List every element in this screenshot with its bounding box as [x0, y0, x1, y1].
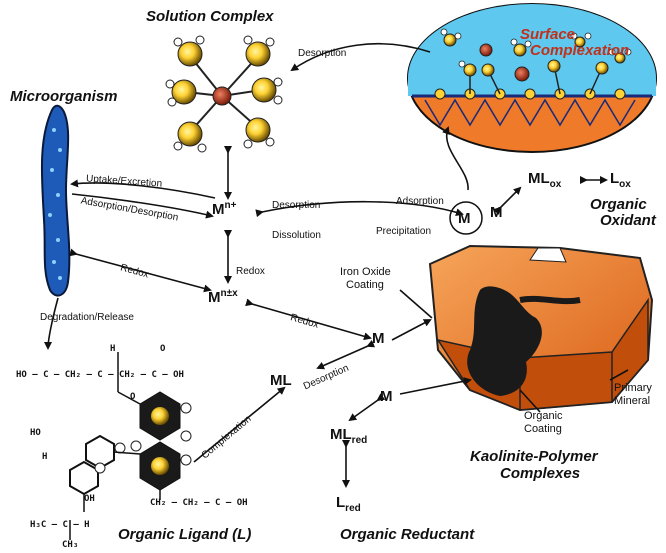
- kaolinite-title-line2: Complexes: [500, 465, 580, 482]
- microorganism-cell: [42, 106, 69, 296]
- species-mnx: Mn±x: [208, 288, 238, 306]
- annotation-organic-coating-line2: Coating: [524, 423, 562, 435]
- species-m-middle: M: [372, 330, 385, 347]
- ligand-h3c: H₃C – C – H: [30, 520, 90, 530]
- annotation-primary-mineral-line1: Primary: [614, 382, 652, 394]
- species-m-precipitate: M: [458, 210, 471, 227]
- label-dissolution: Dissolution: [272, 230, 321, 241]
- species-m-surface: M: [490, 204, 503, 221]
- surface-complexation-title-line2: Complexation: [530, 42, 629, 59]
- label-degradation-release: Degradation/Release: [40, 312, 134, 323]
- ligand-tail: CH₂ – CH₂ – C – OH: [150, 498, 248, 508]
- ligand-ho-left: HO: [30, 428, 41, 438]
- microorganism-title: Microorganism: [10, 88, 118, 105]
- species-ml-ox: MLox: [528, 170, 561, 190]
- ligand-h-top: H: [110, 344, 115, 354]
- organic-ligand-title: Organic Ligand (L): [118, 526, 251, 543]
- organic-oxidant-title-line1: Organic: [590, 196, 647, 213]
- organic-ligand-structure: [70, 352, 191, 540]
- species-ml: ML: [270, 372, 292, 389]
- species-l-red: Lred: [336, 494, 361, 514]
- species-mn-plus: Mn+: [212, 200, 236, 218]
- label-desorption-mid: Desorption: [272, 200, 320, 211]
- annotation-organic-coating-line1: Organic: [524, 410, 563, 422]
- solution-complex-title: Solution Complex: [146, 8, 274, 25]
- label-adsorption: Adsorption: [396, 196, 444, 207]
- organic-oxidant-title-line2: Oxidant: [600, 212, 656, 229]
- surface-complexation-title-line1: Surface: [520, 26, 575, 43]
- solution-complex-molecule: [166, 36, 282, 152]
- species-m-lower: M: [380, 388, 393, 405]
- annotation-primary-mineral-line2: Mineral: [614, 395, 650, 407]
- organic-reductant-title: Organic Reductant: [340, 526, 474, 543]
- ligand-o-top: O: [160, 344, 165, 354]
- label-precipitation: Precipitation: [376, 226, 431, 237]
- ligand-o-label: O: [130, 392, 135, 402]
- annotation-iron-oxide-line1: Iron Oxide: [340, 266, 391, 278]
- species-ml-red: MLred: [330, 426, 367, 446]
- ligand-ch3: CH₃: [62, 540, 78, 550]
- label-desorption-top: Desorption: [298, 48, 346, 59]
- label-redox-vertical: Redox: [236, 266, 265, 277]
- species-l-ox: Lox: [610, 170, 631, 190]
- annotation-iron-oxide-line2: Coating: [346, 279, 384, 291]
- kaolinite-title-line1: Kaolinite-Polymer: [470, 448, 598, 465]
- ligand-oh-bottom: OH: [84, 494, 95, 504]
- ligand-h-left: H: [42, 452, 47, 462]
- ligand-chain: HO – C – CH₂ – C – CH₂ – C – OH: [16, 370, 184, 380]
